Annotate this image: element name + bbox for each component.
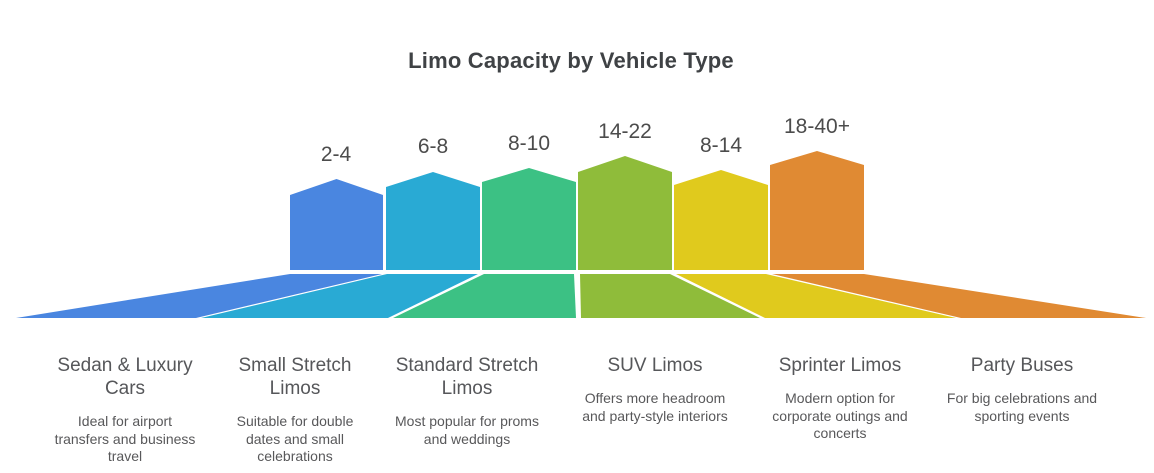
vehicle-column-party-bus: Party Buses For big celebrations and spo… (927, 354, 1117, 425)
house-shape-sedan (290, 179, 383, 270)
vehicle-description-standard-stretch: Most popular for proms and weddings (395, 413, 539, 447)
house-shape-suv (578, 156, 672, 270)
vehicle-column-standard-stretch: Standard Stretch Limos Most popular for … (372, 354, 562, 448)
house-shape-sprinter (674, 170, 768, 270)
vehicle-column-small-stretch: Small Stretch Limos Suitable for double … (200, 354, 390, 466)
fan-segment-party-bus (772, 274, 1146, 318)
vehicle-column-sprinter: Sprinter Limos Modern option for corpora… (745, 354, 935, 443)
vehicle-description-small-stretch: Suitable for double dates and small cele… (236, 413, 354, 464)
house-shape-standard-stretch (482, 168, 576, 270)
fan-segment-sprinter (676, 274, 956, 318)
fan-segment-sedan (16, 274, 382, 318)
capacity-label-standard-stretch: 8-10 (508, 132, 550, 155)
house-shape-party-bus (770, 151, 864, 270)
vehicle-heading-sprinter: Sprinter Limos (778, 355, 902, 376)
capacity-label-small-stretch: 6-8 (418, 135, 448, 158)
vehicle-description-party-bus: For big celebrations and sporting events (946, 390, 1098, 424)
vehicle-heading-sedan: Sedan & Luxury Cars (57, 355, 193, 399)
vehicle-heading-suv: SUV Limos (607, 355, 703, 376)
vehicle-description-sedan: Ideal for airport transfers and business… (54, 413, 196, 464)
vehicle-description-sprinter: Modern option for corporate outings and … (772, 390, 908, 441)
fan-segment-suv (580, 274, 760, 318)
vehicle-column-suv: SUV Limos Offers more headroom and party… (560, 354, 750, 425)
house-shape-small-stretch (386, 172, 480, 270)
vehicle-column-sedan: Sedan & Luxury Cars Ideal for airport tr… (30, 354, 220, 466)
vehicle-description-suv: Offers more headroom and party-style int… (582, 390, 728, 424)
chart-title: Limo Capacity by Vehicle Type (408, 48, 734, 73)
vehicle-heading-small-stretch: Small Stretch Limos (238, 355, 352, 399)
capacity-label-suv: 14-22 (598, 120, 652, 143)
capacity-label-sprinter: 8-14 (700, 134, 742, 157)
vehicle-heading-party-bus: Party Buses (970, 355, 1074, 376)
capacity-label-sedan: 2-4 (321, 143, 352, 166)
fan-segment-small-stretch (201, 274, 478, 318)
vehicle-heading-standard-stretch: Standard Stretch Limos (395, 355, 539, 399)
chart-canvas: 2-4 6-8 8-10 14-22 8-14 18-40+ (16, 115, 1146, 318)
capacity-label-party-bus: 18-40+ (784, 115, 850, 138)
fan-segment-standard-stretch (393, 274, 576, 318)
